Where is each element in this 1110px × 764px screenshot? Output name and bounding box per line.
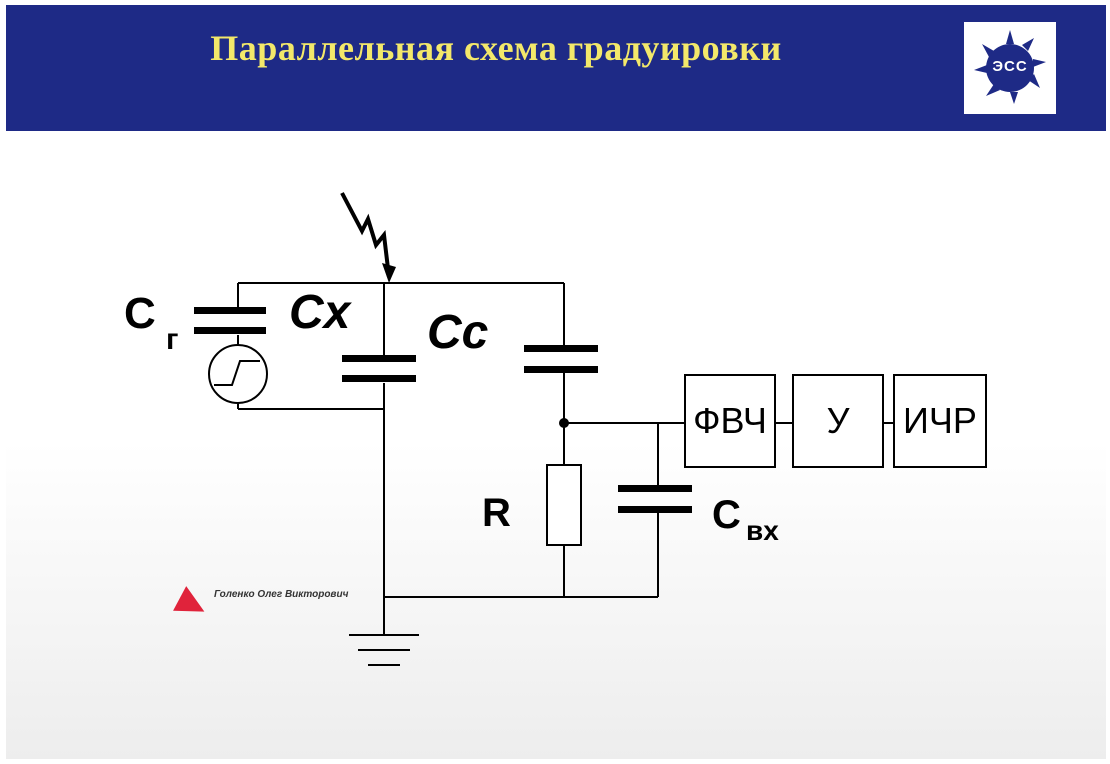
lightning-icon (340, 192, 396, 283)
label-r: R (482, 491, 511, 535)
logo-text: ЭСС (992, 58, 1028, 75)
cx-plate-bottom (342, 375, 416, 382)
pulse-generator-icon (208, 344, 268, 404)
logo-emblem-icon (974, 30, 1046, 104)
cg-plate-top (194, 307, 266, 314)
label-cg-subscript: г (166, 323, 179, 356)
cg-plate-bottom (194, 327, 266, 334)
label-cvx: C (712, 493, 741, 537)
author-label: Голенко Олег Викторович (214, 589, 349, 600)
cvx-plate-bottom (618, 506, 692, 513)
cx-plate-top (342, 355, 416, 362)
cvx-plate-top (618, 485, 692, 492)
label-cc: Cc (427, 306, 489, 359)
ground-icon (349, 634, 419, 666)
label-cvx-subscript: вх (746, 515, 779, 546)
slide-title: Параллельная схема градуировки (210, 28, 782, 68)
slide-header: Параллельная схема градуировки ЭСС (6, 5, 1106, 131)
cc-plate-bottom (524, 366, 598, 373)
label-cg: C (124, 289, 156, 338)
block-u: У (792, 374, 884, 468)
slide: Параллельная схема градуировки ЭСС (6, 5, 1106, 759)
label-cx: Cx (289, 286, 351, 339)
company-logo: ЭСС (964, 22, 1056, 114)
resistor (546, 464, 582, 546)
circuit-diagram (194, 192, 893, 666)
cc-plate-top (524, 345, 598, 352)
junction-node (559, 418, 569, 428)
block-fvch: ФВЧ (684, 374, 776, 468)
block-ichr: ИЧР (893, 374, 987, 468)
